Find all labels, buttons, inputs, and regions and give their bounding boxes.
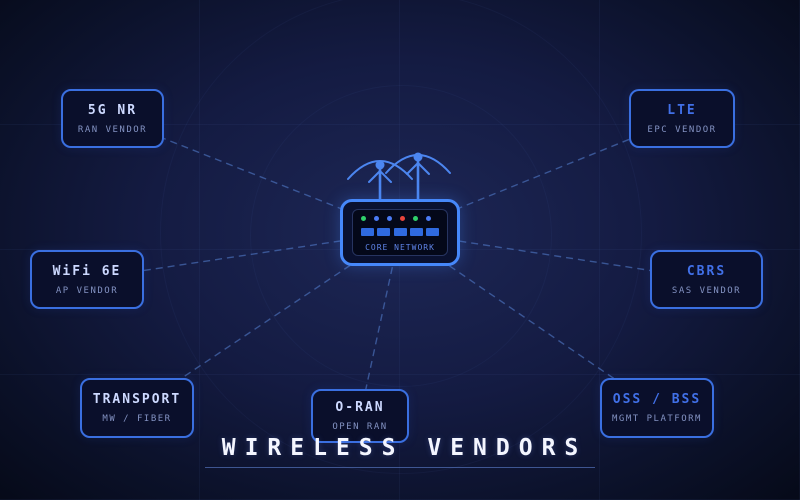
led-indicator — [374, 216, 379, 221]
led-indicator — [413, 216, 418, 221]
connection-line — [359, 231, 401, 417]
vendor-node-oss-bss: OSS / BSS MGMT PLATFORM — [600, 378, 714, 438]
led-indicators — [361, 216, 439, 221]
title-underline — [205, 467, 595, 468]
core-network-node: CORE NETWORK — [340, 199, 460, 266]
node-subtitle: MGMT PLATFORM — [612, 414, 702, 424]
node-title: OSS / BSS — [612, 392, 702, 407]
led-indicator — [387, 216, 392, 221]
node-title: LTE — [667, 102, 697, 118]
node-subtitle: OPEN RAN — [332, 422, 388, 432]
node-title: O-RAN — [335, 400, 385, 415]
node-subtitle: EPC VENDOR — [647, 124, 717, 135]
ethernet-port — [393, 227, 407, 236]
vendor-node-5g-nr: 5G NR RAN VENDOR — [61, 89, 164, 148]
router-device: CORE NETWORK — [352, 209, 448, 256]
ethernet-port — [377, 227, 391, 236]
vendor-node-o-ran: O-RAN OPEN RAN — [311, 389, 409, 443]
node-title: TRANSPORT — [92, 392, 182, 407]
vendor-node-lte: LTE EPC VENDOR — [629, 89, 735, 148]
vendor-node-transport: TRANSPORT MW / FIBER — [80, 378, 194, 438]
antenna-icon — [347, 152, 451, 199]
node-subtitle: AP VENDOR — [55, 285, 119, 296]
node-title: CBRS — [686, 263, 727, 279]
vendor-node-wifi-6e: WiFi 6E AP VENDOR — [30, 250, 144, 309]
core-network-label: CORE NETWORK — [365, 243, 435, 252]
led-indicator — [426, 216, 431, 221]
node-title: WiFi 6E — [52, 263, 122, 279]
ethernet-port — [361, 227, 374, 236]
led-indicator — [400, 216, 405, 221]
diagram-title: WIRELESS VENDORS — [221, 435, 588, 461]
node-subtitle: RAN VENDOR — [77, 124, 148, 135]
vendor-node-cbrs: CBRS SAS VENDOR — [650, 250, 763, 309]
node-subtitle: SAS VENDOR — [671, 285, 742, 296]
node-subtitle: MW / FIBER — [102, 414, 172, 424]
ethernet-port — [426, 227, 439, 236]
ethernet-ports — [361, 227, 439, 236]
radar-ring — [160, 0, 642, 474]
node-title: 5G NR — [87, 102, 138, 118]
led-indicator — [361, 216, 366, 221]
ethernet-port — [409, 227, 423, 236]
